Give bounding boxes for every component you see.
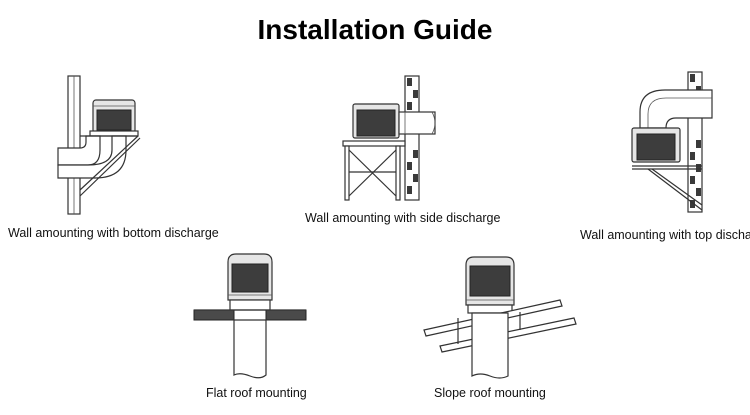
cooler-unit-side — [352, 103, 400, 139]
duct-top — [639, 89, 713, 129]
cooler-unit-top — [631, 127, 681, 163]
wall-bottom — [67, 75, 81, 215]
flat-roof-slab — [193, 309, 307, 321]
caption-flat-roof: Flat roof mounting — [206, 386, 307, 400]
bracket-bottom — [79, 135, 141, 197]
caption-bottom-discharge: Wall amounting with bottom discharge — [8, 226, 219, 240]
duct-side — [398, 111, 436, 135]
caption-top-discharge: Wall amounting with top discharge — [580, 228, 750, 242]
wall-side — [404, 75, 420, 201]
duct-flat — [233, 319, 267, 379]
support-frame-side — [342, 140, 406, 201]
duct-slope — [471, 312, 509, 379]
page-title: Installation Guide — [257, 14, 493, 45]
caption-slope-roof: Slope roof mounting — [434, 386, 546, 400]
cooler-unit-bottom — [89, 99, 139, 137]
caption-side-discharge: Wall amounting with side discharge — [305, 211, 501, 225]
bracket-top — [632, 165, 703, 211]
cooler-unit-slope — [465, 256, 515, 314]
